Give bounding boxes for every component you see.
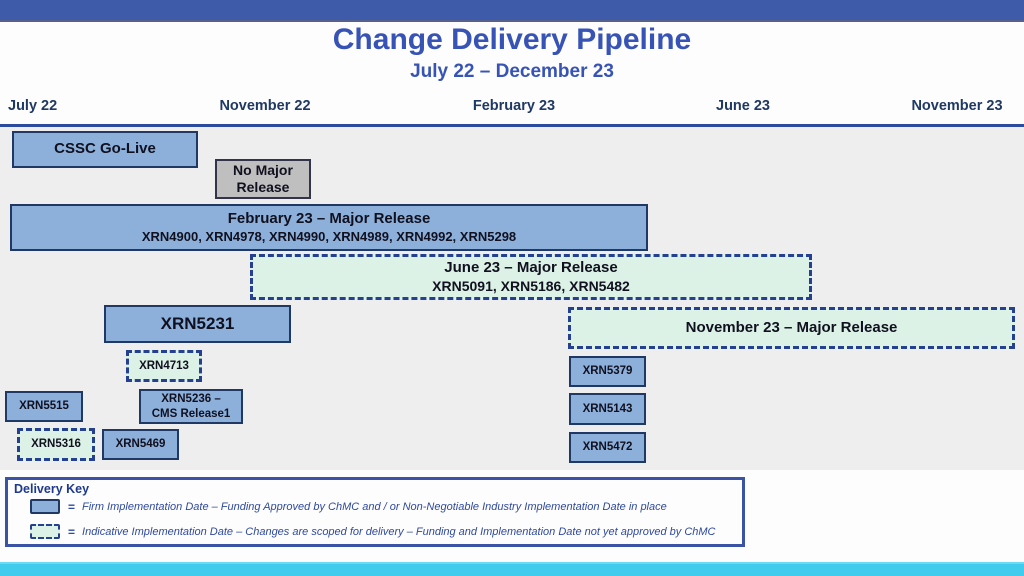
timeline-label-june-23: June 23 <box>716 98 770 114</box>
milestone-label: XRN5143 <box>582 402 633 415</box>
milestone-xrn5515: XRN5515 <box>5 391 83 422</box>
milestone-june-23-major-release: June 23 – Major Release XRN5091, XRN5186… <box>250 254 812 300</box>
delivery-key-legend: Delivery Key = Firm Implementation Date … <box>5 477 745 547</box>
milestone-label: XRN5472 <box>582 441 633 454</box>
milestone-label: XRN5379 <box>582 365 633 378</box>
milestone-label: XRN4713 <box>139 359 189 372</box>
release-items: XRN5091, XRN5186, XRN5482 <box>432 277 630 294</box>
release-items: XRN4900, XRN4978, XRN4990, XRN4989, XRN4… <box>141 228 517 244</box>
milestone-xrn5236-cms-release1: XRN5236 – CMS Release1 <box>139 389 243 424</box>
milestone-november-23-major-release: November 23 – Major Release <box>568 307 1015 349</box>
milestone-xrn5143: XRN5143 <box>569 393 646 425</box>
milestone-label: CSSC Go-Live <box>54 140 156 158</box>
bottom-accent-bar <box>0 562 1024 576</box>
milestone-label: XRN5469 <box>115 438 166 451</box>
top-banner <box>0 0 1024 22</box>
release-title: November 23 – Major Release <box>685 318 898 336</box>
timeline-label-july-22: July 22 <box>8 98 58 114</box>
legend-title: Delivery Key <box>14 482 90 496</box>
milestone-xrn5316: XRN5316 <box>17 428 95 461</box>
timeline-label-november-22: November 22 <box>219 98 311 114</box>
equals-sign: = <box>68 499 76 514</box>
milestone-label-line1: XRN5236 – <box>161 393 221 406</box>
milestone-label: XRN5231 <box>160 314 235 334</box>
legend-indicative-text: Indicative Implementation Date – Changes… <box>82 525 716 538</box>
milestone-xrn5472: XRN5472 <box>569 432 646 463</box>
indicative-date-swatch <box>30 524 60 539</box>
equals-sign: = <box>68 524 76 539</box>
timeline-label-november-23: November 23 <box>911 98 1003 114</box>
legend-row-indicative: = Indicative Implementation Date – Chang… <box>30 524 715 539</box>
timeline-axis-line <box>0 124 1024 127</box>
firm-date-swatch <box>30 499 60 514</box>
legend-row-firm: = Firm Implementation Date – Funding App… <box>30 499 667 514</box>
milestone-label-line2: CMS Release1 <box>151 407 231 420</box>
milestone-february-23-major-release: February 23 – Major Release XRN4900, XRN… <box>10 204 648 251</box>
milestone-xrn5379: XRN5379 <box>569 356 646 387</box>
milestone-cssc-go-live: CSSC Go-Live <box>12 131 198 168</box>
release-title: June 23 – Major Release <box>444 258 618 276</box>
legend-firm-text: Firm Implementation Date – Funding Appro… <box>82 500 667 513</box>
page-subtitle: July 22 – December 23 <box>410 61 614 82</box>
milestone-xrn4713: XRN4713 <box>126 350 202 382</box>
milestone-label: XRN5316 <box>31 438 81 451</box>
milestone-xrn5469: XRN5469 <box>102 429 179 460</box>
milestone-xrn5231: XRN5231 <box>104 305 291 343</box>
milestone-label-line2: Release <box>236 179 290 195</box>
release-title: February 23 – Major Release <box>227 210 431 227</box>
milestone-label-line1: No Major <box>233 161 293 178</box>
milestone-label: XRN5515 <box>19 400 69 413</box>
timeline-label-february-23: February 23 <box>472 98 556 114</box>
page-title: Change Delivery Pipeline <box>332 23 692 56</box>
milestone-no-major-release: No Major Release <box>215 159 311 199</box>
